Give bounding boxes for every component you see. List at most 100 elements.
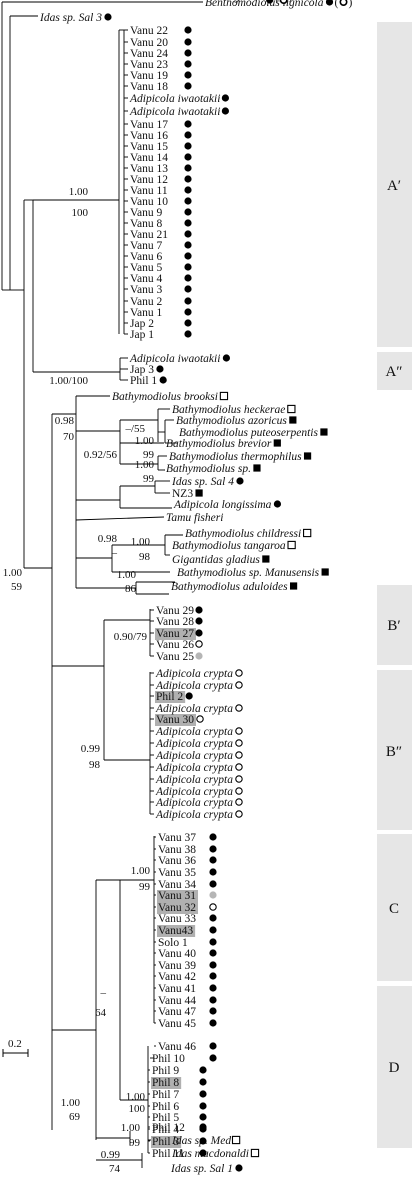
taxon-label: Phil 9 <box>152 1065 179 1077</box>
taxon-label: Jap 3 <box>130 364 154 376</box>
support-value: 1.00 <box>117 569 137 581</box>
filled-circle-marker <box>184 175 192 183</box>
clade-band-a-double-prime <box>377 352 412 390</box>
taxon-label: Bathymodiolus heckerae <box>172 404 285 416</box>
filled-and-ring-marker: () <box>266 0 293 4</box>
open-square-marker <box>287 540 296 550</box>
filled-circle-marker <box>184 308 192 316</box>
taxon-label: Adipicola crypta <box>155 762 233 774</box>
support-value: 100 <box>129 1103 146 1115</box>
filled-circle-marker <box>209 961 217 969</box>
open-circle-marker <box>235 775 243 783</box>
taxon-label: Phil 7 <box>152 1089 179 1101</box>
open-circle-marker <box>195 640 203 648</box>
filled-circle-marker <box>199 1078 207 1086</box>
support-value: 69 <box>69 1111 81 1123</box>
support-value: 0.92/56 <box>84 449 118 461</box>
filled-circle-marker <box>104 13 112 21</box>
taxon-highlight <box>157 902 199 914</box>
taxon-label: Phil 3 <box>152 1136 179 1148</box>
taxon-label: Bathymodiolus azoricus <box>176 415 287 427</box>
support-value: 1.00 <box>135 435 155 447</box>
filled-circle-marker <box>199 1137 207 1145</box>
taxon-label: Vanu 32 <box>158 902 196 914</box>
support-value: 98 <box>89 759 101 771</box>
clade-label: B′ <box>387 618 400 634</box>
taxon-label: Vanu 15 <box>130 141 168 153</box>
support-value: 1.00 <box>126 1091 146 1103</box>
taxon-highlight <box>155 714 197 726</box>
taxon-highlight <box>157 890 199 902</box>
support-value: 1.00 <box>3 567 23 579</box>
taxon-label: Vanu 22 <box>130 25 168 37</box>
taxon-label: Adipicola crypta <box>155 774 233 786</box>
taxon-label: Solo 1 <box>158 937 188 949</box>
filled-circle-marker <box>184 38 192 46</box>
taxon-label: Vanu 23 <box>130 59 168 71</box>
filled-circle-marker <box>209 1042 217 1050</box>
filled-circle-marker <box>209 1054 217 1062</box>
taxon-label: Idas washingtonia <box>178 0 264 3</box>
support-value: 74 <box>109 1163 121 1175</box>
taxon-label: Bathymodiolus brevior <box>166 438 272 450</box>
filled-circle-marker <box>184 82 192 90</box>
filled-square-marker <box>262 555 270 563</box>
taxon-label: Vanu 12 <box>130 174 168 186</box>
filled-circle-marker <box>184 208 192 216</box>
taxon-label: Jap 1 <box>130 329 154 341</box>
filled-square-marker <box>303 452 312 460</box>
taxon-label: Vanu 14 <box>130 152 168 164</box>
filled-circle-marker <box>184 285 192 293</box>
support-value: –/55 <box>124 423 145 435</box>
highlight-boxes <box>151 628 199 1148</box>
open-square-marker <box>303 528 312 538</box>
taxon-label: Adipicola crypta <box>155 786 233 798</box>
open-circle-marker <box>235 751 243 759</box>
clade-label: C <box>389 901 399 917</box>
taxon-label: Vanu 25 <box>156 651 194 663</box>
taxon-label: Vanu 42 <box>158 971 196 983</box>
taxon-label: Vanu 44 <box>158 995 196 1007</box>
filled-circle-marker <box>235 1164 243 1172</box>
support-value: 1.00/100 <box>49 375 88 387</box>
taxon-label: Adipicola crypta <box>155 703 233 715</box>
open-circle-marker <box>235 727 243 735</box>
filled-circle-marker <box>209 926 217 934</box>
taxon-label: Vanu 3 <box>130 284 163 296</box>
filled-circle-marker <box>209 868 217 876</box>
clade-band-a-prime <box>377 22 412 347</box>
taxon-label: Vanu 9 <box>130 207 163 219</box>
clade-band-b-prime <box>377 585 412 665</box>
clade-bands <box>377 22 412 1148</box>
filled-circle-marker <box>221 107 229 115</box>
taxon-label: Vanu 5 <box>130 262 163 274</box>
filled-circle-marker <box>184 274 192 282</box>
support-values: 1.001001.00/1000.9870–/551.00990.92/561.… <box>3 186 155 1175</box>
taxon-label: Adipicola crypta <box>155 797 233 809</box>
taxon-label: Adipicola iwaotakii <box>129 93 220 105</box>
filled-circle-marker <box>184 60 192 68</box>
taxon-label: Bathymodiolus childressi <box>185 528 301 540</box>
filled-square-marker <box>195 489 203 497</box>
taxon-label: Vanu 27 <box>156 628 194 640</box>
open-circle-marker <box>209 903 217 911</box>
open-circle-marker <box>235 681 243 689</box>
filled-circle-marker <box>195 606 203 614</box>
filled-circle-marker <box>199 1066 207 1074</box>
taxon-label: Phil 6 <box>152 1101 179 1113</box>
open-square-marker <box>219 391 229 401</box>
svg-text:): ) <box>349 0 353 9</box>
support-value: 1.00 <box>131 865 151 877</box>
open-circle-marker <box>235 787 243 795</box>
support-value: 1.00 <box>69 186 89 198</box>
filled-circle-marker <box>209 984 217 992</box>
support-value: 0.99 <box>101 1149 121 1161</box>
support-value: 86 <box>125 583 137 595</box>
filled-circle-marker <box>209 833 217 841</box>
taxon-label: Idas sp. Sal 3 <box>39 12 102 24</box>
support-value: 70 <box>63 431 75 443</box>
filled-circle-marker <box>209 949 217 957</box>
filled-circle-marker <box>222 354 230 362</box>
support-value: 99 <box>143 449 155 461</box>
